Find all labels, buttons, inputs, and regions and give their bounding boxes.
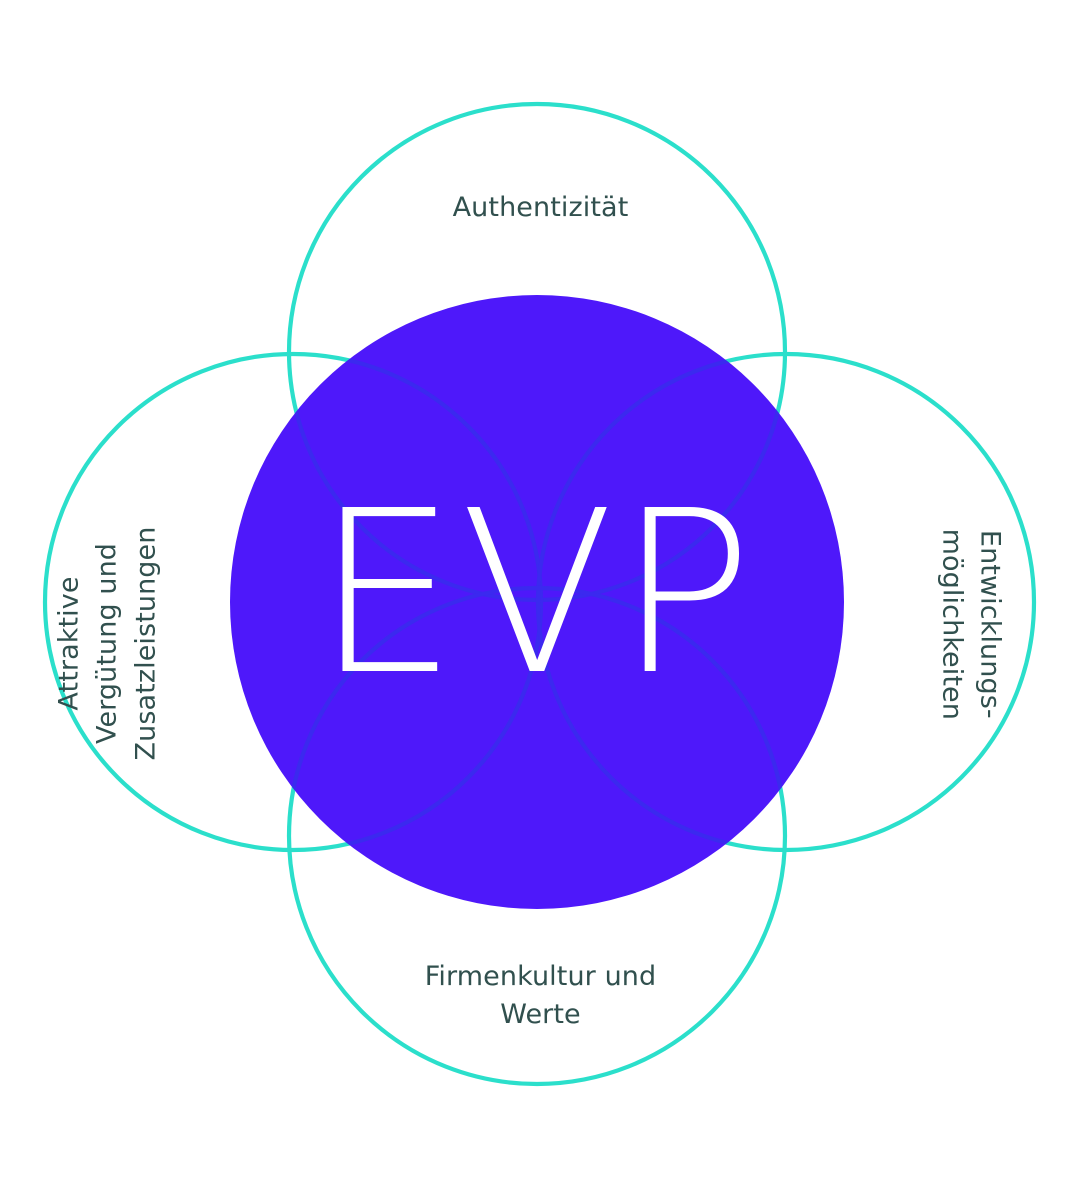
petal-overlap-lines-group <box>230 295 844 909</box>
